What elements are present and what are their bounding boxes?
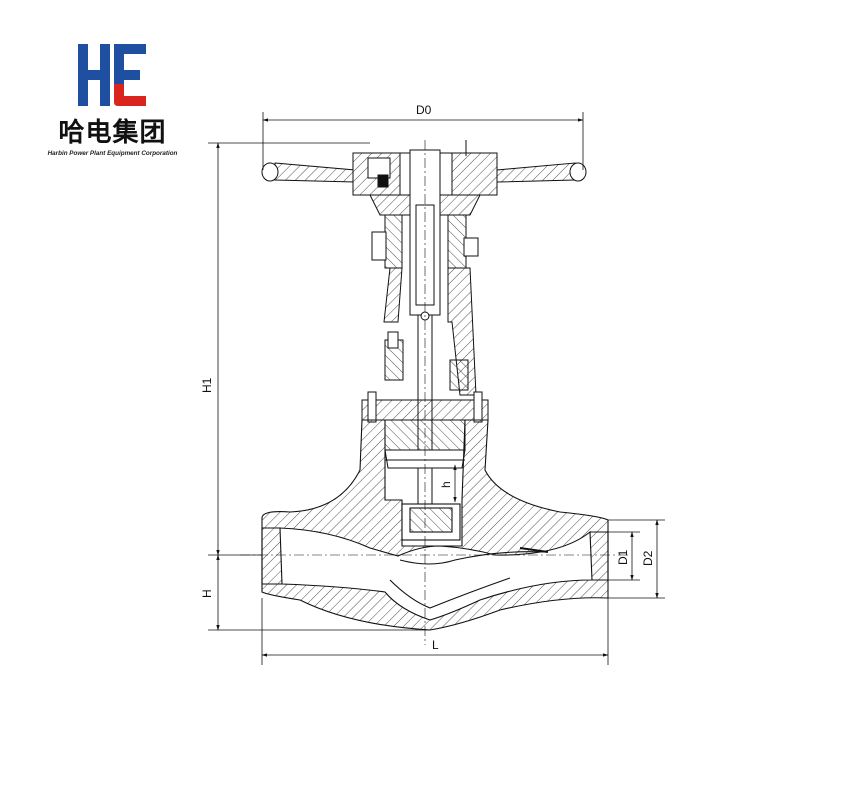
dim-label-stroke: h — [439, 481, 453, 488]
yoke — [369, 194, 481, 396]
dim-label-h: H — [200, 589, 214, 598]
dim-label-d2: D2 — [641, 550, 655, 566]
he-logo-icon — [78, 44, 146, 106]
handwheel — [261, 140, 587, 196]
company-logo: 哈电集团 Harbin Power Plant Equipment Corpor… — [40, 40, 185, 165]
valve-body — [261, 419, 609, 631]
dim-label-d1: D1 — [616, 549, 630, 565]
dim-label-h1: H1 — [200, 377, 214, 393]
center-lines — [240, 140, 630, 645]
dimension-lines — [208, 112, 665, 665]
logo-english-name: Harbin Power Plant Equipment Corporation — [47, 150, 178, 157]
dim-label-l: L — [432, 638, 439, 652]
logo-chinese-name: 哈电集团 — [58, 118, 167, 148]
dim-label-d0: D0 — [416, 103, 432, 117]
